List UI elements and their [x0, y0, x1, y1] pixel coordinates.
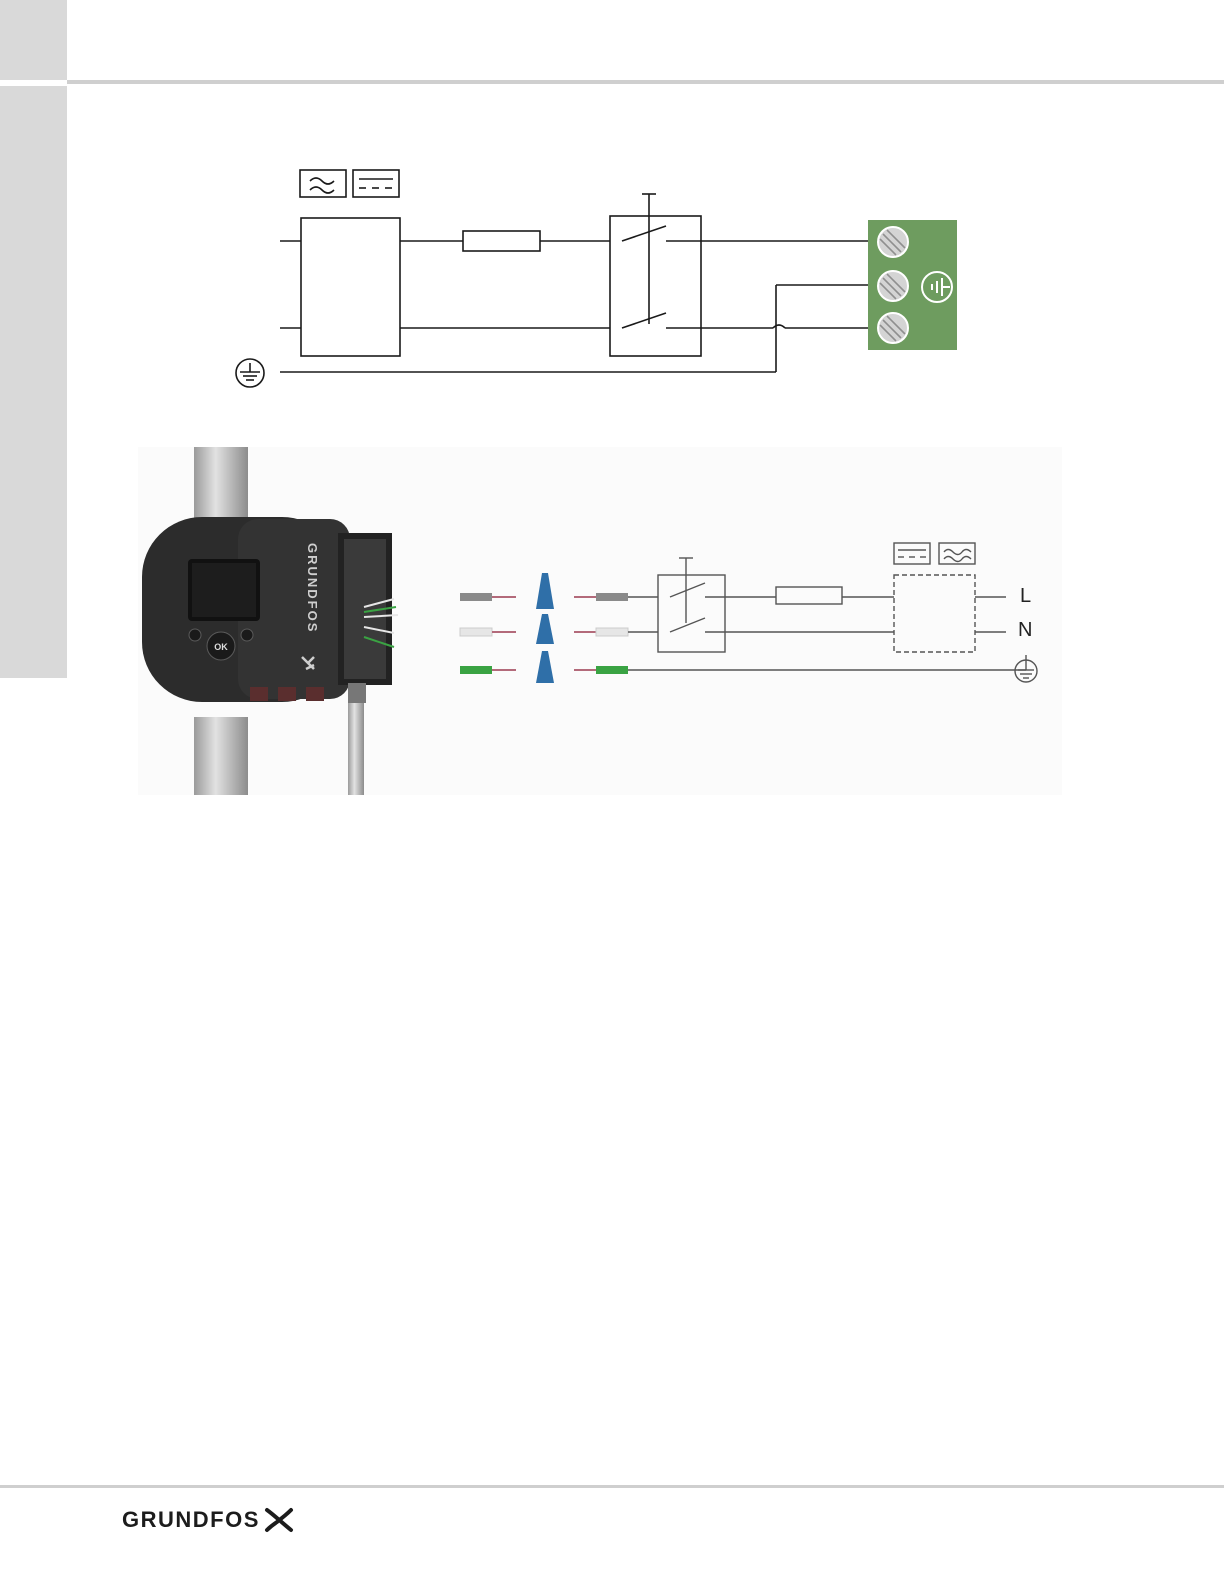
- fuse: [463, 231, 540, 251]
- wiring-schematic: [428, 447, 1062, 795]
- footer-rule: [0, 1485, 1224, 1488]
- side-tab: [0, 86, 67, 678]
- isolator-switch: [610, 216, 701, 356]
- terminal-screw-icon: [878, 227, 908, 257]
- header-rule: [67, 80, 1224, 84]
- pump-photo: OK GRUNDFOS: [138, 447, 428, 795]
- pump-wiring-figure: OK GRUNDFOS: [138, 447, 1062, 795]
- pump-body: OK GRUNDFOS: [142, 517, 350, 702]
- footer-logo-text: GRUNDFOS: [122, 1507, 260, 1533]
- ground-icon: [1015, 655, 1037, 682]
- power-supply-box: [301, 218, 400, 356]
- wire-nut-icon: [536, 573, 554, 683]
- terminal-box: [338, 533, 398, 703]
- ground-icon: [236, 359, 264, 387]
- dc-supply-icon: [894, 543, 930, 564]
- dc-supply-icon: [353, 170, 399, 197]
- terminal-screw-icon: [878, 271, 908, 301]
- side-tab-top: [0, 0, 67, 80]
- terminal-block: [868, 220, 957, 350]
- pump-brand-text: GRUNDFOS: [305, 543, 320, 633]
- terminal-screw-icon: [878, 313, 908, 343]
- fuse: [776, 587, 842, 604]
- top-wiring-diagram: [220, 150, 980, 400]
- isolator-switch: [658, 575, 725, 652]
- label-n: N: [1018, 619, 1032, 642]
- label-l: L: [1020, 585, 1031, 608]
- footer-logo: GRUNDFOS: [122, 1500, 296, 1540]
- ac-supply-icon: [939, 543, 975, 564]
- ok-key: OK: [214, 642, 228, 652]
- ac-supply-icon: [300, 170, 346, 197]
- power-supply-box: [894, 575, 975, 652]
- grundfos-x-icon: [264, 1507, 296, 1533]
